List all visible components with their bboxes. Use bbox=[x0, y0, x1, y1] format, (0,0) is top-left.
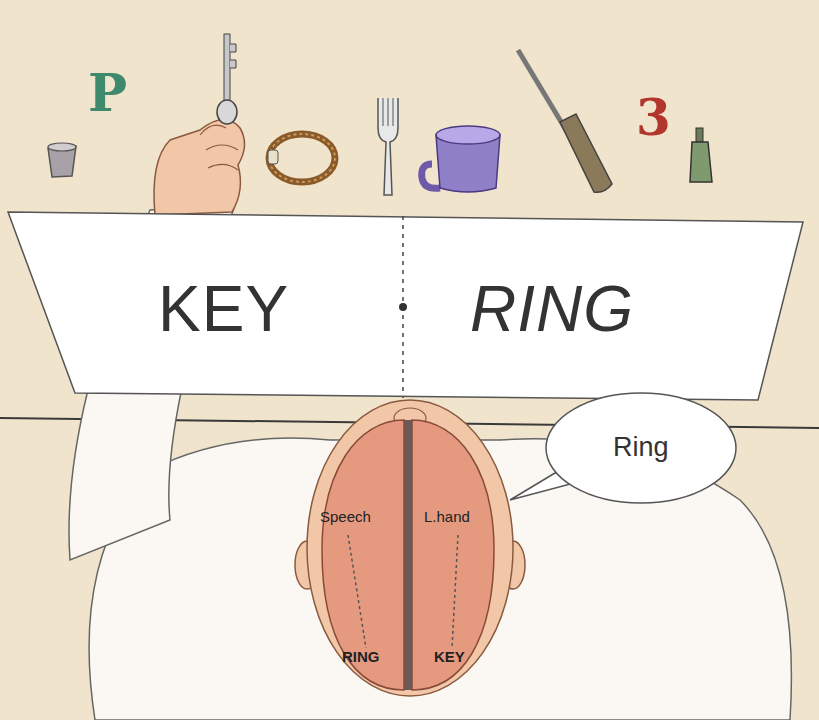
bracelet-ring bbox=[269, 134, 335, 182]
speech-bubble: Ring bbox=[545, 392, 737, 504]
leader-line bbox=[452, 535, 458, 648]
screen-panel: KEY RING bbox=[8, 210, 803, 400]
fork-body bbox=[378, 98, 398, 195]
thimble-rim bbox=[48, 143, 76, 151]
hand bbox=[154, 119, 245, 215]
bottle-neck bbox=[696, 128, 703, 142]
key-blade bbox=[224, 34, 230, 104]
letter-object: P bbox=[88, 62, 127, 123]
screen-word: KEY bbox=[158, 272, 289, 346]
hemisphere-word: RING bbox=[342, 648, 380, 665]
hemisphere-word: KEY bbox=[434, 648, 465, 665]
region-label: L.hand bbox=[424, 508, 470, 525]
right-hemisphere: L.handKEY bbox=[412, 420, 498, 690]
hemisphere-outline bbox=[322, 420, 404, 690]
head bbox=[307, 400, 513, 696]
screwdriver bbox=[518, 50, 612, 192]
screen-panel-shape bbox=[8, 210, 803, 400]
screen-word: RING bbox=[470, 272, 634, 346]
hemisphere-outline bbox=[412, 420, 494, 690]
mug-handle bbox=[422, 164, 440, 188]
key-teeth bbox=[230, 44, 236, 68]
mug-rim bbox=[436, 126, 500, 144]
mug bbox=[422, 126, 500, 192]
corpus-callosum-gap bbox=[404, 420, 412, 690]
leader-line bbox=[348, 535, 366, 648]
number-object: 3 bbox=[636, 88, 671, 147]
screen-outline bbox=[8, 212, 803, 400]
left-hemisphere: SpeechRING bbox=[318, 420, 404, 690]
fork bbox=[378, 98, 398, 195]
bottle-body bbox=[690, 142, 712, 182]
fork-tine bbox=[393, 98, 394, 126]
ring-clasp bbox=[268, 150, 278, 164]
key-object bbox=[217, 34, 237, 124]
finger-lines bbox=[200, 125, 238, 170]
screwdriver-shaft bbox=[518, 50, 566, 130]
fork-tine bbox=[388, 98, 389, 126]
key-bow bbox=[217, 100, 237, 124]
fixation-point bbox=[399, 303, 407, 311]
region-label: Speech bbox=[320, 508, 371, 525]
screwdriver-handle bbox=[560, 114, 612, 192]
fork-tine bbox=[383, 98, 384, 126]
bottle bbox=[690, 128, 712, 182]
spoken-word: Ring bbox=[613, 432, 669, 463]
bubble-outline bbox=[546, 393, 736, 503]
bracelet-ring-pattern bbox=[269, 134, 335, 182]
